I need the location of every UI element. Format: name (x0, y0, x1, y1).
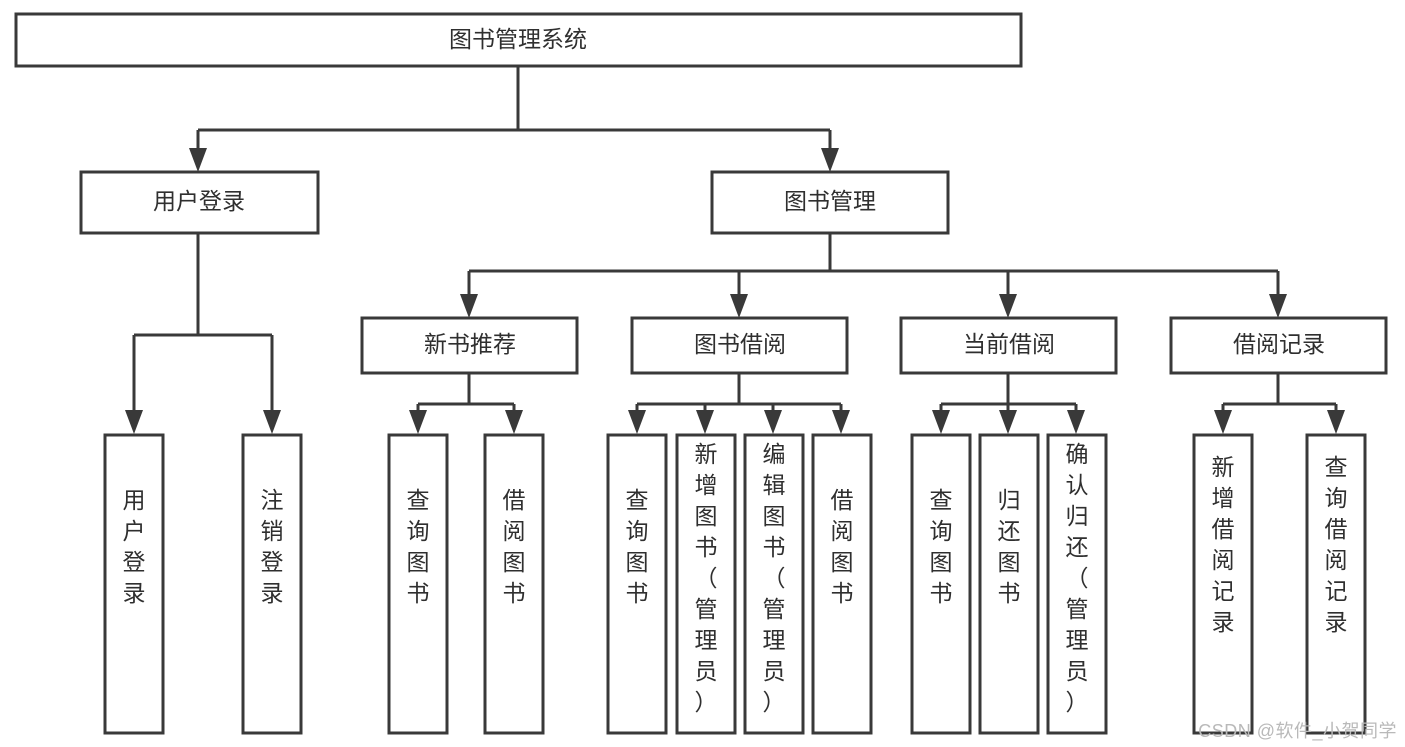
node-leaf-user-login-box[interactable] (103, 433, 165, 735)
node-leaf-query-book-1[interactable]: 查询图书 (387, 433, 449, 735)
node-book-manage-box[interactable] (710, 170, 950, 235)
node-leaf-edit-book-box[interactable] (743, 433, 805, 735)
node-leaf-borrow-book-2[interactable]: 借阅图书 (811, 433, 873, 735)
node-leaf-logout-label: 注销登录 (261, 487, 284, 606)
node-current-borrow-label: 当前借阅 (963, 331, 1055, 357)
node-leaf-borrow-book-1[interactable]: 借阅图书 (483, 433, 545, 735)
arrow-to-leaf-user-login (125, 410, 143, 434)
node-leaf-edit-book[interactable]: 编辑图书（管理员） (743, 433, 805, 735)
node-book-manage[interactable]: 图书管理 (710, 170, 950, 235)
node-new-book-rec[interactable]: 新书推荐 (360, 316, 579, 375)
node-leaf-query-book-2-box[interactable] (606, 433, 668, 735)
node-leaf-add-book-box[interactable] (675, 433, 737, 735)
node-leaf-user-login-label: 用户登录 (123, 487, 146, 606)
arrow-to-book-borrow (730, 294, 748, 318)
node-leaf-confirm-return-label: 确认归还（管理员） (1066, 441, 1089, 715)
node-root[interactable]: 图书管理系统 (14, 12, 1023, 68)
node-leaf-add-record[interactable]: 新增借阅记录 (1192, 433, 1254, 735)
node-leaf-return-book[interactable]: 归还图书 (978, 433, 1040, 735)
node-current-borrow-box[interactable] (899, 316, 1118, 375)
arrow-to-leaf-edit-book (764, 410, 782, 434)
arrow-to-leaf-confirm-return (1067, 410, 1085, 434)
node-book-manage-label: 图书管理 (784, 188, 876, 214)
node-leaf-add-book-label: 新增图书（管理员） (695, 441, 718, 715)
node-leaf-logout-box[interactable] (241, 433, 303, 735)
node-leaf-query-book-3[interactable]: 查询图书 (910, 433, 972, 735)
node-leaf-query-book-1-label: 查询图书 (407, 487, 430, 606)
node-leaf-user-login[interactable]: 用户登录 (103, 433, 165, 735)
arrow-to-leaf-logout (263, 410, 281, 434)
node-leaf-query-record-label: 查询借阅记录 (1325, 454, 1348, 635)
arrow-to-leaf-borrow-book-2 (832, 410, 850, 434)
node-leaf-return-book-box[interactable] (978, 433, 1040, 735)
node-leaf-add-book[interactable]: 新增图书（管理员） (675, 433, 737, 735)
connector-layer (125, 66, 1345, 434)
node-borrow-record[interactable]: 借阅记录 (1169, 316, 1388, 375)
node-user-login[interactable]: 用户登录 (79, 170, 320, 235)
node-leaf-borrow-book-2-label: 借阅图书 (831, 487, 854, 606)
node-leaf-query-book-1-box[interactable] (387, 433, 449, 735)
node-leaf-query-record-box[interactable] (1305, 433, 1367, 735)
arrow-to-leaf-return-book (999, 410, 1017, 434)
node-borrow-record-label: 借阅记录 (1233, 331, 1325, 357)
arrow-to-leaf-query-book-1 (409, 410, 427, 434)
node-borrow-record-box[interactable] (1169, 316, 1388, 375)
arrow-to-leaf-query-book-2 (628, 410, 646, 434)
arrow-to-leaf-query-book-3 (932, 410, 950, 434)
node-user-login-label: 用户登录 (153, 188, 245, 214)
node-leaf-query-book-3-label: 查询图书 (930, 487, 953, 606)
node-leaf-confirm-return-box[interactable] (1046, 433, 1108, 735)
node-leaf-return-book-label: 归还图书 (998, 487, 1021, 606)
node-leaf-query-book-2[interactable]: 查询图书 (606, 433, 668, 735)
node-leaf-borrow-book-1-label: 借阅图书 (503, 487, 526, 606)
node-book-borrow-label: 图书借阅 (694, 331, 786, 357)
node-leaf-edit-book-label: 编辑图书（管理员） (763, 441, 786, 715)
arrow-to-book-manage (821, 148, 839, 172)
node-new-book-rec-box[interactable] (360, 316, 579, 375)
node-leaf-borrow-book-1-box[interactable] (483, 433, 545, 735)
node-user-login-box[interactable] (79, 170, 320, 235)
node-leaf-borrow-book-2-box[interactable] (811, 433, 873, 735)
node-leaf-query-book-2-label: 查询图书 (626, 487, 649, 606)
node-leaf-logout[interactable]: 注销登录 (241, 433, 303, 735)
arrow-to-leaf-query-record (1327, 410, 1345, 434)
node-leaf-add-record-box[interactable] (1192, 433, 1254, 735)
arrow-to-leaf-borrow-book-1 (505, 410, 523, 434)
node-leaf-query-book-3-box[interactable] (910, 433, 972, 735)
arrow-to-new-book-rec (460, 294, 478, 318)
arrow-to-leaf-add-record (1214, 410, 1232, 434)
arrow-to-user-login (189, 148, 207, 172)
arrow-to-current-borrow (999, 294, 1017, 318)
arrow-to-borrow-record (1269, 294, 1287, 318)
node-root-box[interactable] (14, 12, 1023, 68)
arrow-to-leaf-add-book (696, 410, 714, 434)
node-new-book-rec-label: 新书推荐 (424, 331, 516, 357)
node-book-borrow[interactable]: 图书借阅 (630, 316, 849, 375)
node-leaf-query-record[interactable]: 查询借阅记录 (1305, 433, 1367, 735)
node-leaf-add-record-label: 新增借阅记录 (1212, 454, 1235, 635)
node-book-borrow-box[interactable] (630, 316, 849, 375)
node-leaf-confirm-return[interactable]: 确认归还（管理员） (1046, 433, 1108, 735)
node-root-label: 图书管理系统 (449, 26, 587, 52)
node-current-borrow[interactable]: 当前借阅 (899, 316, 1118, 375)
